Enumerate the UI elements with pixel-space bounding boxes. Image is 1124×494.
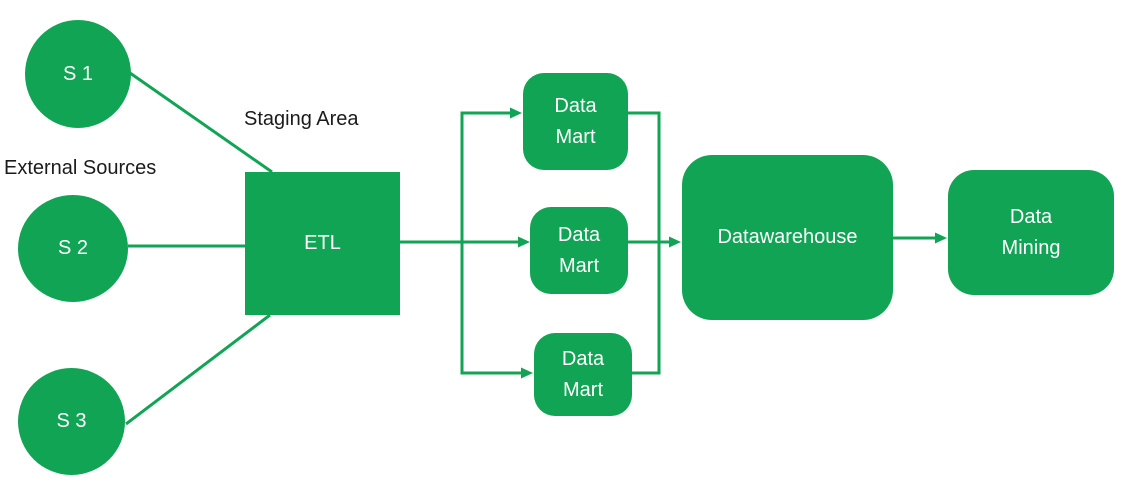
node-source-1-label: S 1 — [62, 62, 94, 85]
label-external-sources: External Sources — [4, 157, 157, 179]
node-data-mart-1-line1: Data — [554, 94, 597, 117]
node-data-mart-1-line2: Mart — [555, 125, 596, 148]
node-source-3-label: S 3 — [56, 410, 87, 432]
edge-etl-datamart3 — [460, 242, 533, 379]
node-data-mart-3-line2: Mart — [563, 378, 603, 401]
node-data-mart-2: Data Mart — [530, 207, 628, 294]
node-source-2-label: S 2 — [57, 237, 89, 259]
label-staging-area: Staging Area — [244, 108, 359, 130]
node-data-mining-line1: Data — [1009, 205, 1053, 228]
node-data-mart-3: Data Mart — [534, 333, 632, 416]
edge-etl-datamart1 — [460, 107, 522, 242]
edge-s1-etl — [129, 71, 273, 174]
node-etl-label: ETL — [304, 232, 341, 254]
node-data-mart-2-line2: Mart — [559, 254, 599, 277]
node-data-mining-line2: Mining — [1001, 236, 1061, 259]
node-datawarehouse-label: Datawarehouse — [717, 226, 858, 248]
node-data-mart-3-line1: Data — [561, 347, 605, 370]
node-source-3: S 3 — [18, 368, 125, 475]
node-source-2: S 2 — [18, 195, 128, 302]
node-source-1: S 1 — [25, 20, 131, 128]
node-datawarehouse: Datawarehouse — [682, 155, 893, 320]
node-data-mart-1: Data Mart — [523, 73, 628, 170]
node-etl: ETL — [245, 172, 400, 315]
node-data-mining: Data Mining — [948, 170, 1114, 295]
edge-s3-etl — [125, 313, 271, 426]
node-data-mart-2-line1: Data — [557, 223, 601, 246]
